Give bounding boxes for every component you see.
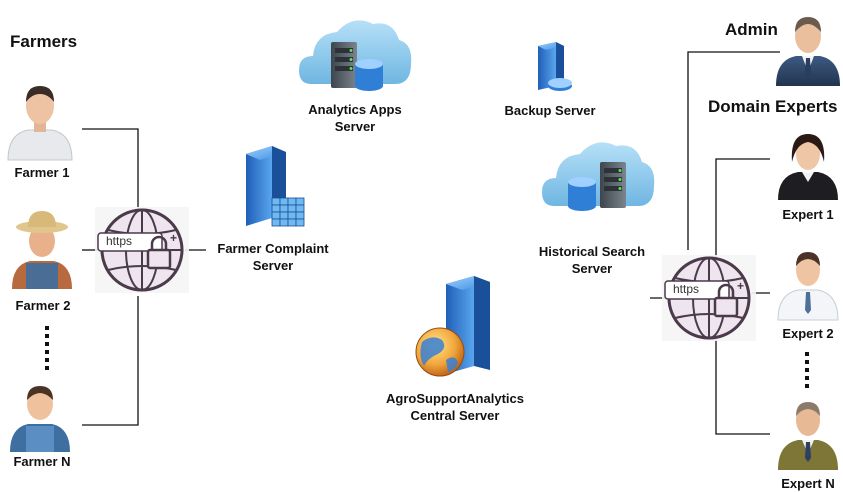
globe-lock-icon: + bbox=[95, 207, 189, 293]
backup-server-label: Backup Server bbox=[504, 103, 596, 118]
ellipsis-experts bbox=[805, 352, 809, 388]
expert-label: Expert 2 bbox=[782, 326, 834, 341]
farmer-label: Farmer 1 bbox=[14, 165, 70, 180]
https-label: https bbox=[106, 234, 133, 248]
farmers-header: Farmers bbox=[10, 32, 78, 51]
expert-label: Expert N bbox=[781, 476, 835, 491]
ellipsis-farmers bbox=[45, 326, 49, 370]
https-label: https bbox=[673, 282, 700, 296]
farmer-label: Farmer 2 bbox=[15, 298, 71, 313]
person-icon bbox=[7, 86, 73, 161]
svg-text:+: + bbox=[170, 231, 177, 245]
person-icon bbox=[777, 252, 839, 321]
admin-header: Admin bbox=[725, 20, 778, 39]
line-expertN bbox=[715, 338, 770, 435]
server-icon bbox=[538, 42, 572, 91]
cloud-server-icon bbox=[542, 142, 655, 211]
farmer-label: Farmer N bbox=[13, 454, 71, 469]
person-icon bbox=[778, 402, 838, 470]
cloud-server-icon bbox=[299, 20, 412, 91]
svg-text:+: + bbox=[737, 279, 744, 293]
server-icon bbox=[246, 146, 305, 227]
person-icon bbox=[776, 17, 840, 86]
person-icon bbox=[778, 134, 838, 200]
person-icon bbox=[12, 211, 72, 289]
globe-lock-icon: + bbox=[662, 255, 756, 341]
line-farmerN bbox=[82, 296, 139, 426]
connection-lines bbox=[82, 51, 780, 435]
line-expert1 bbox=[715, 158, 770, 258]
person-icon bbox=[10, 386, 70, 452]
expert-label: Expert 1 bbox=[782, 207, 834, 222]
line-admin bbox=[687, 51, 780, 250]
domain-experts-header: Domain Experts bbox=[708, 97, 838, 116]
line-farmer1 bbox=[82, 128, 139, 207]
globe-icon bbox=[415, 327, 465, 377]
server-icon bbox=[446, 276, 490, 374]
